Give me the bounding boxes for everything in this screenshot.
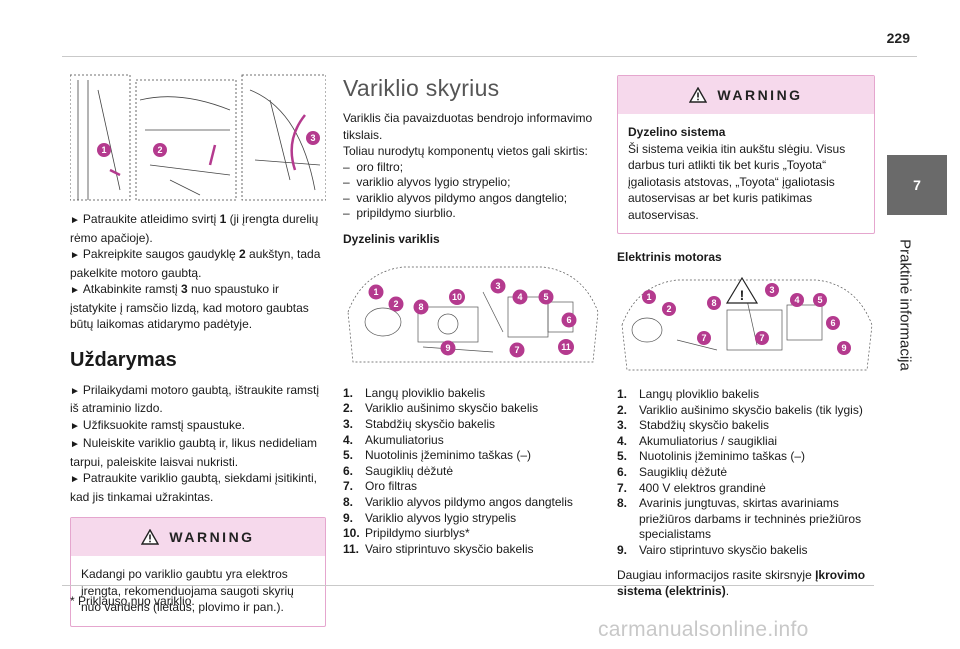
list-item: 4.Akumuliatorius / saugikliai xyxy=(617,433,778,448)
callout-6: 6 xyxy=(830,318,835,328)
column-engine-bay: Variklio skyrius Variklis čia pavaizduot… xyxy=(343,75,601,557)
close-step-3: ►Nuleiskite variklio gaubtą ir, likus ne… xyxy=(70,436,318,469)
list-item: 10.Pripildymo siurblys* xyxy=(343,526,470,541)
callout-8: 8 xyxy=(418,302,423,312)
callout-8: 8 xyxy=(711,298,716,308)
column-hood-opening: 1 2 3 ►Patraukite atleidimo svirtį 1 (ji… xyxy=(70,70,326,627)
list-item: 2.Variklio aušinimo skysčio bakelis (tik… xyxy=(617,402,863,417)
callout-1: 1 xyxy=(373,287,378,297)
dash-item: – oro filtro; xyxy=(343,159,404,174)
list-item: 3.Stabdžių skysčio bakelis xyxy=(343,417,496,432)
more-info-text: Daugiau informacijos rasite skirsnyje Įk… xyxy=(617,567,866,599)
close-step-4: ►Patraukite variklio gaubtą, siekdami įs… xyxy=(70,471,318,504)
watermark: carmanualsonline.info xyxy=(598,618,809,641)
close-step-2: ►Užfiksuokite ramstį spaustuke. xyxy=(70,417,245,432)
page-number: 229 xyxy=(886,30,910,46)
list-item: 2.Variklio aušinimo skysčio bakelis xyxy=(343,401,539,416)
list-item: 9.Vairo stiprintuvo skysčio bakelis xyxy=(617,542,808,557)
warning-content: Dyzelino sistema Ši sistema veikia itin … xyxy=(618,114,874,233)
warning-text: Ši sistema veikia itin aukštu slėgiu. Vi… xyxy=(628,141,846,222)
dash-item: – variklio alyvos pildymo angos dangteli… xyxy=(343,190,568,205)
callout-10: 10 xyxy=(452,292,462,302)
warning-triangle-icon xyxy=(689,87,708,103)
list-item: 3.Stabdžių skysčio bakelis xyxy=(617,418,770,433)
electric-component-list: 1.Langų ploviklio bakelis 2.Variklio auš… xyxy=(617,387,875,559)
callout-9: 9 xyxy=(445,343,450,353)
closing-section-title: Uždarymas xyxy=(70,348,177,371)
hood-release-illustration: 1 2 3 xyxy=(70,70,326,205)
callout-1: 1 xyxy=(646,292,651,302)
callout-9: 9 xyxy=(841,343,846,353)
callout-5: 5 xyxy=(817,295,822,305)
top-divider xyxy=(62,56,917,57)
callout-4: 4 xyxy=(794,295,799,305)
warning-header: WARNING xyxy=(618,76,874,114)
electric-subtitle: Elektrinis motoras xyxy=(617,250,722,264)
warning-box-diesel-system: WARNING Dyzelino sistema Ši sistema veik… xyxy=(617,75,875,234)
callout-4: 4 xyxy=(517,292,522,302)
callout-7b: 7 xyxy=(759,333,764,343)
callout-3: 3 xyxy=(495,281,500,291)
callout-3: 3 xyxy=(310,133,315,143)
footnote-divider xyxy=(62,585,874,586)
callout-3: 3 xyxy=(769,285,774,295)
list-item: 1.Langų ploviklio bakelis xyxy=(343,385,486,400)
list-item: 1.Langų ploviklio bakelis xyxy=(617,387,760,401)
callout-11: 11 xyxy=(561,342,571,352)
electric-motor-illustration: ! 1 2 8 3 4 5 6 7 xyxy=(617,270,875,375)
list-item: 5.Nuotolinis įžeminimo taškas (–) xyxy=(617,449,806,464)
variable-components-list: – oro filtro; – variklio alyvos lygio st… xyxy=(343,160,601,222)
dash-item: – variklio alyvos lygio strypelio; xyxy=(343,175,511,190)
svg-text:!: ! xyxy=(740,287,745,303)
diesel-subtitle: Dyzelinis variklis xyxy=(343,231,440,246)
callout-2: 2 xyxy=(666,304,671,314)
list-item: 11.Vairo stiprintuvo skysčio bakelis xyxy=(343,541,534,556)
callout-1: 1 xyxy=(101,145,106,155)
list-item: 4.Akumuliatorius xyxy=(343,432,444,447)
diesel-component-list: 1.Langų ploviklio bakelis 2.Variklio auš… xyxy=(343,386,601,558)
callout-6: 6 xyxy=(566,315,571,325)
footnote: * Priklauso nuo variklio. xyxy=(70,594,195,608)
warning-header: WARNING xyxy=(71,518,325,556)
open-step-3: ►Atkabinkite ramstį 3 nuo spaustuko ir į… xyxy=(70,282,309,331)
list-item: 9.Variklio alyvos lygio strypelis xyxy=(343,510,517,525)
callout-2: 2 xyxy=(157,145,162,155)
list-item: 7.400 V elektros grandinė xyxy=(617,480,766,495)
list-item: 7.Oro filtras xyxy=(343,479,418,494)
charging-system-link[interactable]: Įkrovimo sistema (elektrinis) xyxy=(617,567,866,599)
warning-title: WARNING xyxy=(169,529,255,545)
warning-triangle-icon xyxy=(141,529,160,545)
diesel-engine-illustration: 1 2 8 10 3 4 5 6 9 7 11 xyxy=(343,252,601,372)
warning-title: WARNING xyxy=(717,87,803,103)
callout-2: 2 xyxy=(393,299,398,309)
warning-heading: Dyzelino sistema xyxy=(628,125,726,139)
list-item: 5.Nuotolinis įžeminimo taškas (–) xyxy=(343,448,532,463)
engine-intro-2: Toliau nurodytų komponentų vietos gali s… xyxy=(343,144,588,158)
open-step-2: ►Pakreipkite saugos gaudyklę 2 aukštyn, … xyxy=(70,247,321,280)
list-item: 8.Avarinis jungtuvas, skirtas avariniams… xyxy=(617,496,862,542)
list-item: 6.Saugiklių dėžutė xyxy=(343,463,454,478)
chapter-title: Praktinė informacija xyxy=(896,239,914,371)
callout-7: 7 xyxy=(514,345,519,355)
open-step-1: ►Patraukite atleidimo svirtį 1 (ji įreng… xyxy=(70,212,319,245)
close-step-1: ►Prilaikydami motoro gaubtą, ištraukite … xyxy=(70,382,319,416)
list-item: 6.Saugiklių dėžutė xyxy=(617,464,728,479)
warning-text: Kadangi po variklio gaubtu yra elektros … xyxy=(81,567,294,614)
dash-item: – pripildymo siurblio. xyxy=(343,206,456,221)
callout-7: 7 xyxy=(701,333,706,343)
warning-box-electrical: WARNING Kadangi po variklio gaubtu yra e… xyxy=(70,517,326,627)
engine-bay-title: Variklio skyrius xyxy=(343,75,500,101)
callout-5: 5 xyxy=(543,292,548,302)
engine-intro: Variklis čia pavaizduotas bendrojo infor… xyxy=(343,111,593,142)
chapter-title-vertical: Praktinė informacija xyxy=(895,225,915,385)
column-electric: WARNING Dyzelino sistema Ši sistema veik… xyxy=(617,75,875,600)
list-item: 8.Variklio alyvos pildymo angos dangteli… xyxy=(343,495,573,510)
chapter-tab[interactable]: 7 xyxy=(887,155,947,215)
